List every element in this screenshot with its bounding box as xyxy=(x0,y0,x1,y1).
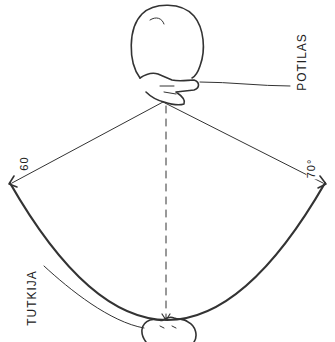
angle-label: 60 xyxy=(19,155,30,171)
sight-line xyxy=(163,102,323,183)
part-name: POTILAS xyxy=(296,32,308,92)
leader-line xyxy=(200,82,290,86)
centre-line xyxy=(166,106,167,318)
angle-label: 70° xyxy=(306,157,317,179)
patient-head xyxy=(131,5,203,78)
researcher-head xyxy=(142,317,196,342)
researcher-eyes xyxy=(160,326,176,328)
patient-fingers xyxy=(160,86,176,94)
sight-line xyxy=(12,102,163,183)
leader-line xyxy=(44,266,144,328)
patient-ear xyxy=(150,18,164,24)
arc xyxy=(10,183,325,320)
part-name: TUTKIJA xyxy=(26,269,38,327)
patient-hand xyxy=(140,73,199,105)
